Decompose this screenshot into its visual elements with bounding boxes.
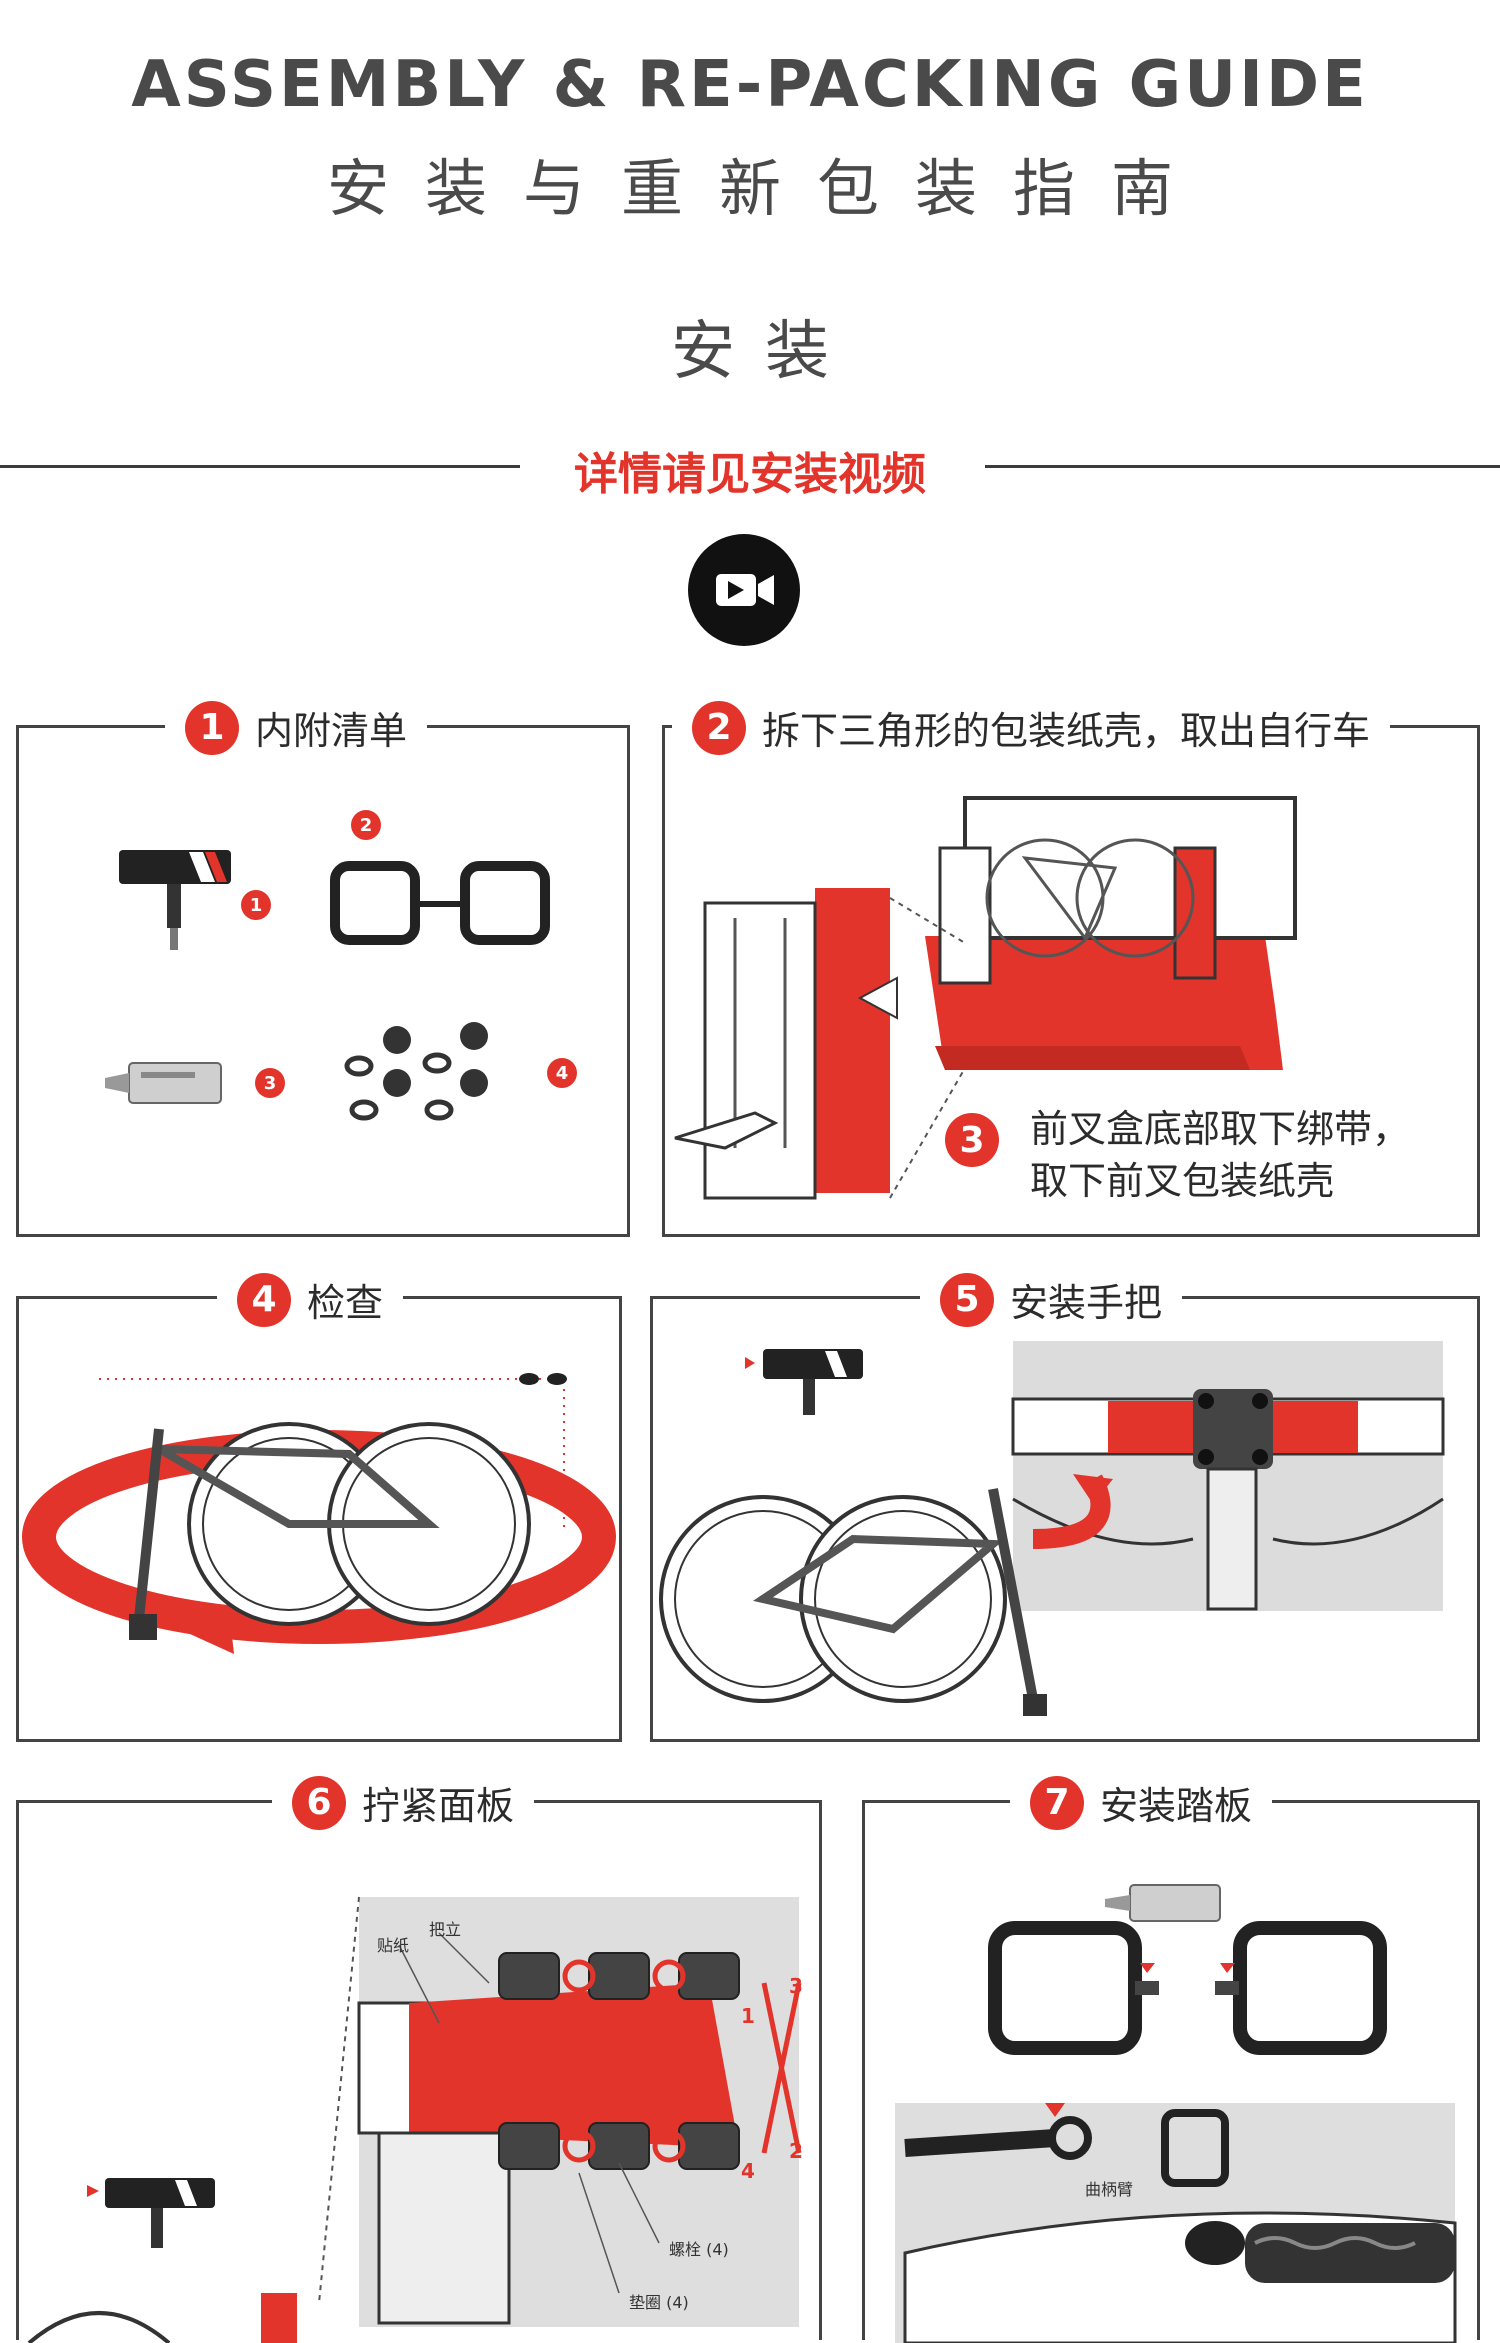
step-5-panel [650,1296,1480,1742]
bolts-washers-icon [344,1022,488,1121]
t-wrench-icon [119,850,231,950]
stem-label-b: 贴纸 [377,1936,409,1955]
step-2-number: 2 [692,700,746,755]
step-4-header: 4 检查 [217,1272,404,1327]
unboxing-illustration [674,796,1297,1200]
kit-item-1-marker: 1 [241,890,271,920]
guide-title-en: ASSEMBLY & RE-PACKING GUIDE [131,48,1369,122]
step-6-title: 拧紧面板 [362,1784,515,1828]
kit-item-4-marker: 4 [547,1058,577,1088]
play-video-button[interactable] [688,534,800,646]
bolt-order-2: 2 [789,2139,803,2163]
handlebar-install-illustration [659,1341,1445,1716]
stem-faceplate-illustration: 把立 贴纸 螺栓 (4) 垫圈 (4) 1 3 2 4 [27,1896,803,2343]
step-1-header: 1 内附清单 [165,700,428,755]
step-2-title: 拆下三角形的包装纸壳，取出自行车 [762,709,1371,753]
step-3-line-1: 前叉盒底部取下绑带， [1030,1107,1411,1151]
step-3-line-2: 取下前叉包装纸壳 [1030,1159,1335,1203]
washers-label: 垫圈 (4) [629,2293,689,2312]
step-6-header: 6 拧紧面板 [272,1775,535,1830]
step-1-title: 内附清单 [255,709,408,753]
grease-tube-icon [105,1062,222,1104]
inspection-illustration [22,1373,616,1654]
step-5-header: 5 安装手把 [920,1272,1183,1327]
section-heading: 安装 [671,315,859,389]
step-4-panel [16,1296,622,1742]
pedals-icon [330,861,550,945]
step-2-header: 2 拆下三角形的包装纸壳，取出自行车 [672,700,1391,755]
step-4-number: 4 [237,1272,291,1327]
guide-title-cn: 安装与重新包装指南 [326,152,1209,225]
kit-item-3-marker: 3 [255,1068,285,1098]
step-1-number: 1 [185,700,239,755]
step-7-header: 7 安装踏板 [1010,1775,1273,1830]
video-link[interactable]: 详情请见安装视频 [574,449,926,500]
stem-label-a: 把立 [429,1920,461,1939]
step-6-panel: 把立 贴纸 螺栓 (4) 垫圈 (4) 1 3 2 4 [16,1800,822,2343]
bolt-order-3: 3 [789,1974,803,1998]
divider-left [0,465,520,468]
step-7-number: 7 [1030,1775,1084,1830]
kit-item-2-marker: 2 [351,810,381,840]
step-7-panel: 曲柄臂 [862,1800,1480,2343]
kit-contents-illustration [105,850,550,1121]
step-1-panel: 1 2 3 4 [16,725,630,1237]
pedal-install-illustration: 曲柄臂 [895,1884,1457,2343]
step-7-title: 安装踏板 [1100,1784,1253,1828]
step-2-panel: 3 前叉盒底部取下绑带， 取下前叉包装纸壳 [662,725,1480,1237]
step-5-title: 安装手把 [1010,1281,1163,1325]
step-5-number: 5 [940,1272,994,1327]
divider-right [985,465,1500,468]
crank-arm-label: 曲柄臂 [1085,2180,1133,2199]
step-3-number: 3 [945,1113,999,1167]
step-4-title: 检查 [307,1281,384,1325]
bolt-order-4: 4 [741,2159,755,2183]
video-camera-icon [716,574,774,606]
bolts-label: 螺栓 (4) [669,2240,729,2259]
step-6-number: 6 [292,1775,346,1830]
bolt-order-1: 1 [741,2004,755,2028]
